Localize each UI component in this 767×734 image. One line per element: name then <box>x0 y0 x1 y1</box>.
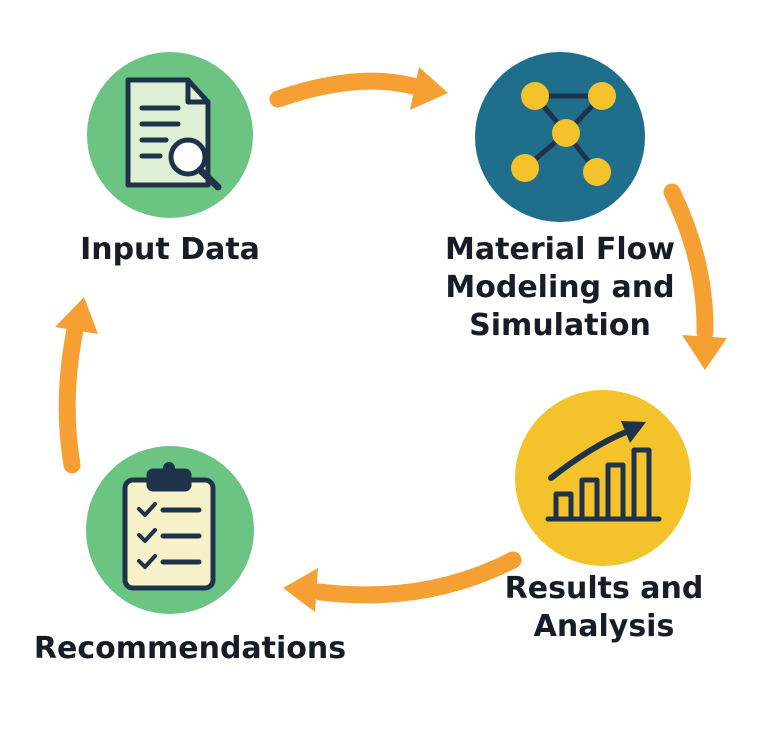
document-search-icon <box>125 77 222 191</box>
arrow-results-to-recommendations <box>283 551 522 612</box>
clipboard-checklist-icon <box>122 462 216 591</box>
results-label: Results and Analysis <box>500 570 708 646</box>
step-modeling <box>475 52 645 222</box>
arrow-recommendations-to-input <box>55 297 98 474</box>
arrow-input-to-modeling <box>269 67 448 110</box>
network-nodes-icon <box>511 82 616 186</box>
results-label-line-1: Results and <box>504 571 704 606</box>
recommendations-label-line-1: Recommendations <box>33 631 347 666</box>
step-results <box>515 390 691 566</box>
arrow-modeling-to-results <box>663 183 727 370</box>
growth-chart-icon <box>545 421 662 522</box>
recommendations-label: Recommendations <box>30 630 350 668</box>
input-data-label-line-1: Input Data <box>80 232 260 267</box>
results-label-line-2: Analysis <box>533 609 675 644</box>
results-circle <box>515 390 691 566</box>
input-data-label: Input Data <box>70 231 270 269</box>
step-recommendations <box>86 446 254 614</box>
step-input-data <box>87 52 253 218</box>
modeling-label-line-2: Modeling and <box>445 270 675 305</box>
modeling-label: Material Flow Modeling and Simulation <box>440 231 680 345</box>
modeling-label-line-3: Simulation <box>469 308 651 343</box>
modeling-label-line-1: Material Flow <box>445 232 675 267</box>
cycle-arrows <box>55 67 727 612</box>
